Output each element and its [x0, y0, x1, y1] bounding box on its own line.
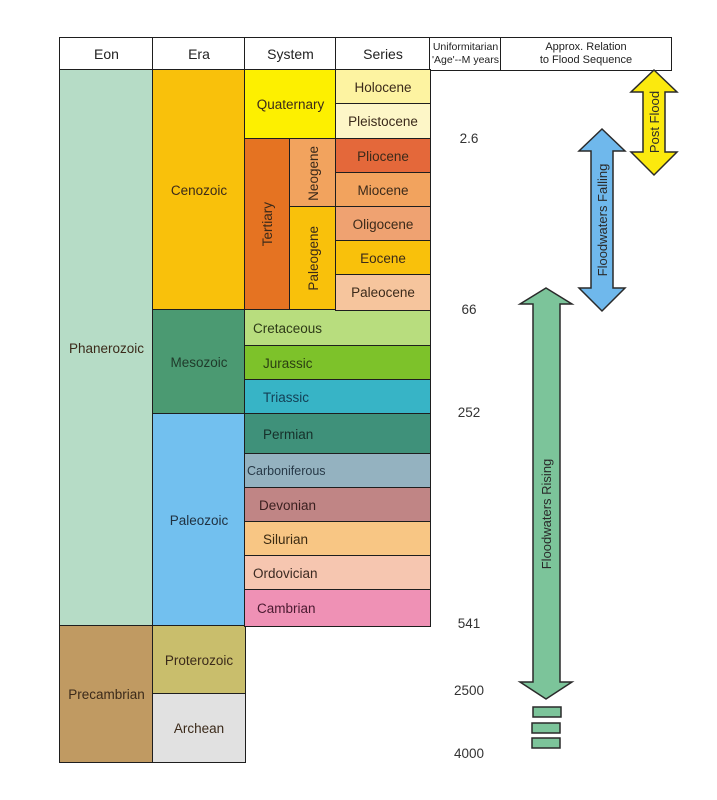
series-miocene: Miocene — [335, 172, 431, 208]
floodwaters-rising-arrow-icon: Floodwaters Rising — [517, 287, 575, 700]
system-permian: Permian — [244, 413, 431, 455]
series-label: Miocene — [357, 182, 409, 198]
system-label: Devonian — [259, 497, 317, 513]
header-eon: Eon — [59, 37, 154, 71]
system-label: Silurian — [263, 531, 309, 547]
series-label: Paleocene — [351, 285, 415, 300]
series-label: Oligocene — [352, 216, 414, 232]
system-cambrian: Cambrian — [244, 589, 431, 627]
series-label: Pleistocene — [348, 114, 418, 129]
header-relation-line2: to Flood Sequence — [539, 54, 633, 66]
era-cenozoic: Cenozoic — [152, 69, 246, 311]
system-label: Cretaceous — [253, 320, 323, 336]
post-flood-label: Post Flood — [647, 91, 662, 153]
series-pliocene: Pliocene — [335, 138, 431, 174]
era-label: Archean — [173, 720, 225, 736]
system-triassic: Triassic — [244, 379, 431, 415]
series-eocene: Eocene — [335, 240, 431, 276]
header-age: Uniformitarian 'Age'--M years — [429, 37, 502, 71]
series-paleocene: Paleocene — [335, 274, 431, 311]
subsystem-paleogene: Paleogene — [289, 206, 337, 311]
series-label: Holocene — [354, 79, 412, 95]
system-label: Quaternary — [256, 97, 325, 112]
age-label: 2.6 — [459, 131, 479, 146]
system-label: Carboniferous — [247, 464, 326, 478]
system-jurassic: Jurassic — [244, 345, 431, 381]
age-label: 2500 — [453, 683, 485, 698]
eon-phanerozoic: Phanerozoic — [59, 69, 154, 627]
era-paleozoic: Paleozoic — [152, 413, 246, 627]
system-label: Permian — [263, 426, 314, 442]
system-label: Jurassic — [263, 355, 313, 371]
continuation-bars-icon — [531, 706, 562, 749]
header-relation-line1: Approx. Relation — [545, 41, 627, 53]
eon-label: Precambrian — [68, 686, 145, 702]
system-label: Triassic — [263, 389, 309, 405]
system-quaternary: Quaternary — [244, 69, 337, 140]
post-flood-arrow-icon: Post Flood — [629, 68, 679, 177]
eon-label: Phanerozoic — [68, 340, 145, 356]
era-mesozoic: Mesozoic — [152, 309, 246, 415]
system-label: Ordovician — [253, 565, 318, 581]
era-archean: Archean — [152, 693, 246, 763]
series-label: Eocene — [360, 250, 406, 266]
system-silurian: Silurian — [244, 521, 431, 557]
header-relation: Approx. Relation to Flood Sequence — [500, 37, 672, 71]
system-devonian: Devonian — [244, 487, 431, 523]
age-label: 66 — [461, 302, 477, 317]
series-label: Pliocene — [357, 148, 409, 164]
era-label: Mesozoic — [170, 354, 228, 370]
era-label: Cenozoic — [170, 182, 228, 198]
era-label: Paleozoic — [169, 512, 229, 528]
system-carboniferous: Carboniferous — [244, 453, 431, 489]
era-label: Proterozoic — [164, 652, 234, 668]
eon-precambrian: Precambrian — [59, 625, 154, 763]
age-label: 252 — [457, 405, 481, 420]
header-system: System — [244, 37, 337, 71]
floodwaters-falling-arrow-icon: Floodwaters Falling — [577, 127, 627, 313]
floodwaters-falling-label: Floodwaters Falling — [595, 164, 610, 277]
floodwaters-rising-label: Floodwaters Rising — [539, 459, 554, 570]
series-pleistocene: Pleistocene — [335, 103, 431, 140]
header-age-line1: Uniformitarian — [432, 41, 499, 53]
age-label: 4000 — [453, 746, 485, 761]
era-proterozoic: Proterozoic — [152, 625, 246, 695]
header-age-line2: 'Age'--M years — [431, 54, 500, 66]
age-label: 541 — [457, 616, 481, 631]
system-label: Cambrian — [257, 600, 316, 616]
